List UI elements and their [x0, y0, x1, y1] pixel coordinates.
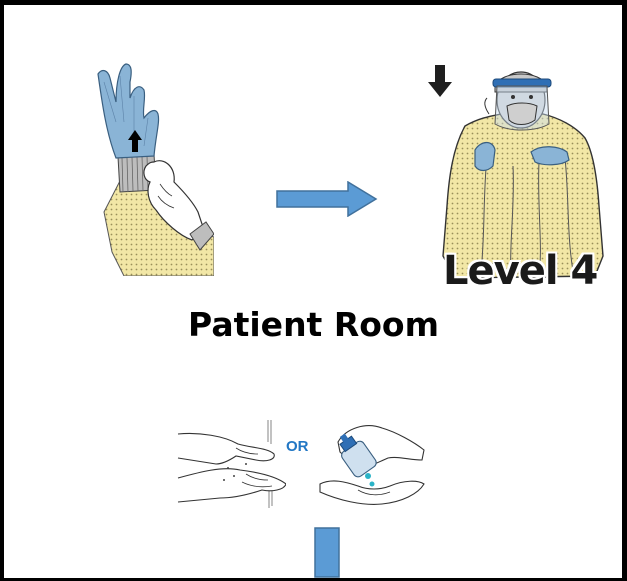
or-label: OR: [286, 438, 309, 455]
hand-sanitizer-icon: [318, 420, 426, 506]
glove-donning-icon: [94, 62, 214, 276]
page-title: Patient Room: [0, 305, 627, 344]
bottom-arrow-stem: [314, 527, 340, 578]
hand-washing-icon: [176, 418, 286, 510]
level-badge: Level 4: [443, 248, 597, 294]
right-arrow-icon: [276, 181, 378, 217]
